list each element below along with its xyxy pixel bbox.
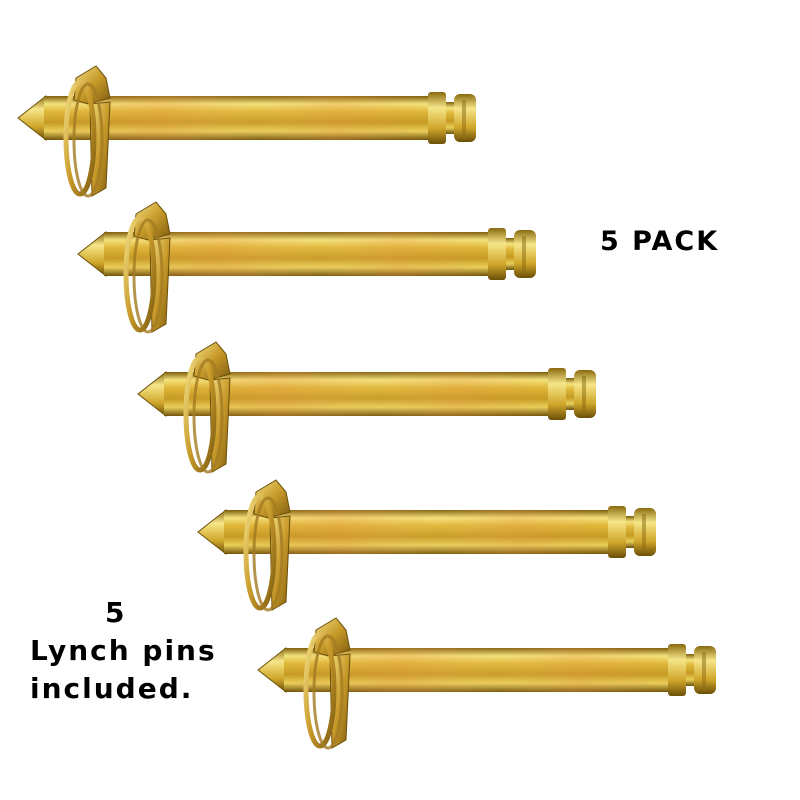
pin-5 — [258, 618, 716, 748]
pin-3 — [138, 342, 596, 472]
pin-1 — [18, 66, 476, 196]
pin-2 — [78, 202, 536, 332]
pack-count-label: 5 PACK — [600, 226, 720, 257]
lynch-count: 5 — [105, 596, 127, 629]
lynch-text-line: included. — [30, 672, 194, 705]
lynch-text-line: Lynch pins — [30, 634, 217, 667]
pin-4 — [198, 480, 656, 610]
lynch-pins-note: 5 Lynch pins included. — [20, 594, 260, 708]
